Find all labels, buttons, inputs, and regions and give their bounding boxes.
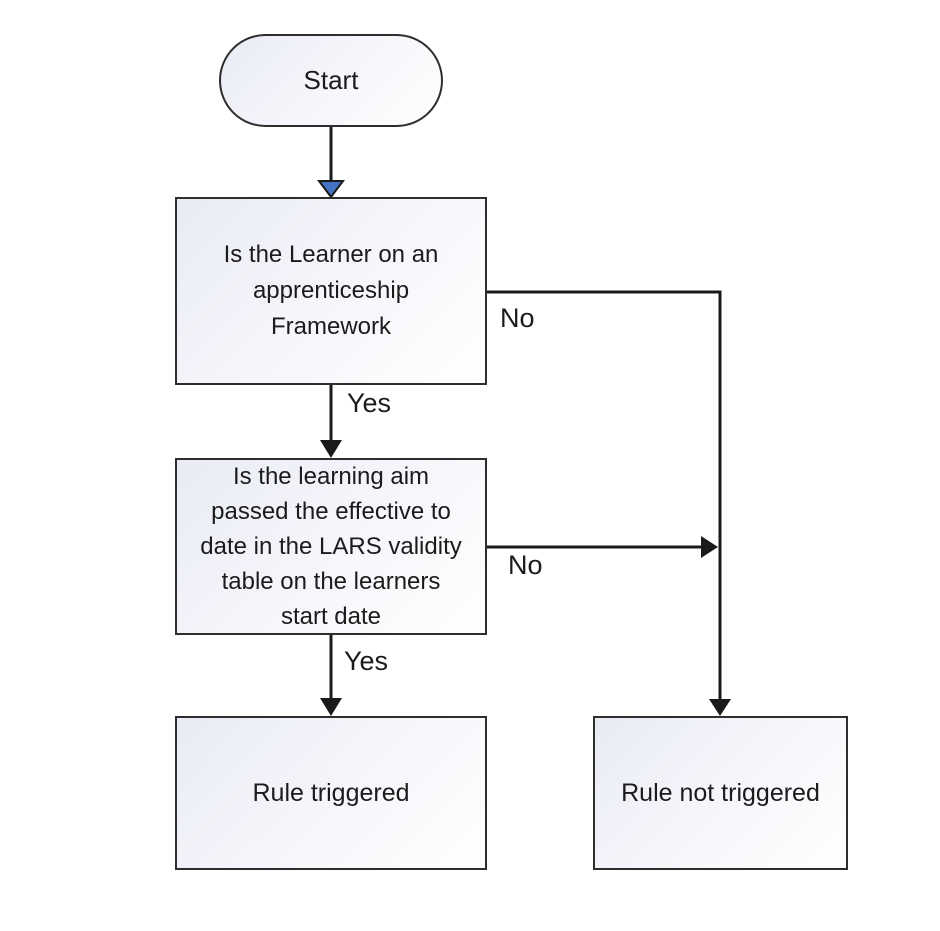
node-outcome-rule-triggered: Rule triggered: [175, 716, 487, 870]
node-start-label: Start: [303, 65, 359, 95]
node-start: Start: [219, 34, 443, 127]
node-question-lars-validity: Is the learning aim passed the effective…: [175, 458, 487, 635]
arrowhead-into-outcome-not-triggered: [709, 699, 731, 716]
edge-label-question1-yes: Yes: [347, 388, 392, 418]
edge-label-question2-no: No: [508, 550, 543, 580]
edge-label-question1-no: No: [500, 303, 535, 333]
arrowhead-start-to-question1-accent: [317, 180, 345, 199]
node-question-lars-validity-label: Is the learning aim passed the effective…: [200, 463, 462, 630]
node-question-apprenticeship-framework-label: Is the Learner on an apprenticeship Fram…: [223, 241, 439, 340]
node-outcome-rule-not-triggered: Rule not triggered: [593, 716, 848, 870]
arrowhead-question2-yes: [320, 698, 342, 716]
edge-label-question2-yes: Yes: [344, 646, 389, 676]
arrowhead-question2-no: [701, 536, 718, 558]
node-outcome-rule-not-triggered-label: Rule not triggered: [621, 778, 820, 807]
node-outcome-rule-triggered-label: Rule triggered: [252, 778, 410, 807]
edge-question1-no-to-outcome-not-triggered: [487, 290, 722, 700]
arrowhead-question1-yes: [320, 440, 342, 458]
node-question-apprenticeship-framework: Is the Learner on an apprenticeship Fram…: [175, 197, 487, 385]
